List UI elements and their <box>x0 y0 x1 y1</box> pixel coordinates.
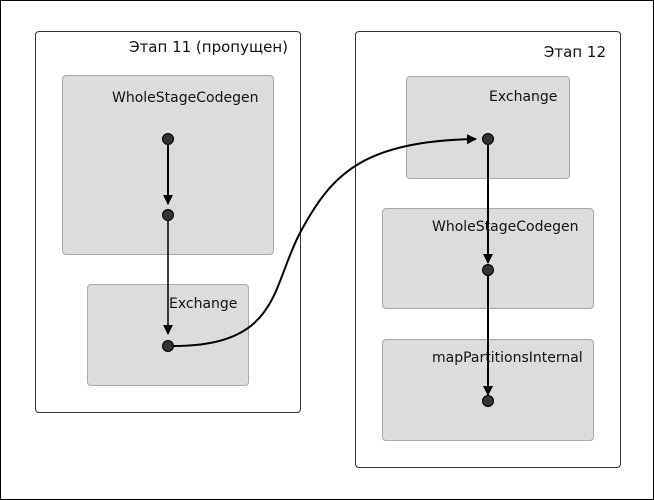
stage-11-wholestagecodegen-label: WholeStageCodegen <box>112 90 259 106</box>
stage-12-wholestagecodegen-node[interactable]: WholeStageCodegen <box>382 208 594 309</box>
stage-12-label: Этап 12 <box>543 43 606 61</box>
stage-11-exchange-label: Exchange <box>169 296 238 312</box>
stage-12-exchange-node[interactable]: Exchange <box>406 76 570 179</box>
stage-12-wholestagecodegen-label: WholeStageCodegen <box>432 219 579 235</box>
stage-11-label: Этап 11 (пропущен) <box>129 38 288 56</box>
stage-12-mappartitionsinternal-label: mapPartitionsInternal <box>432 350 583 366</box>
stage-11-exchange-node[interactable]: Exchange <box>87 284 249 386</box>
stage-12-mappartitionsinternal-node[interactable]: mapPartitionsInternal <box>382 339 594 441</box>
stage-11-wholestagecodegen-node[interactable]: WholeStageCodegen <box>62 75 274 255</box>
stage-12-exchange-label: Exchange <box>489 89 558 105</box>
